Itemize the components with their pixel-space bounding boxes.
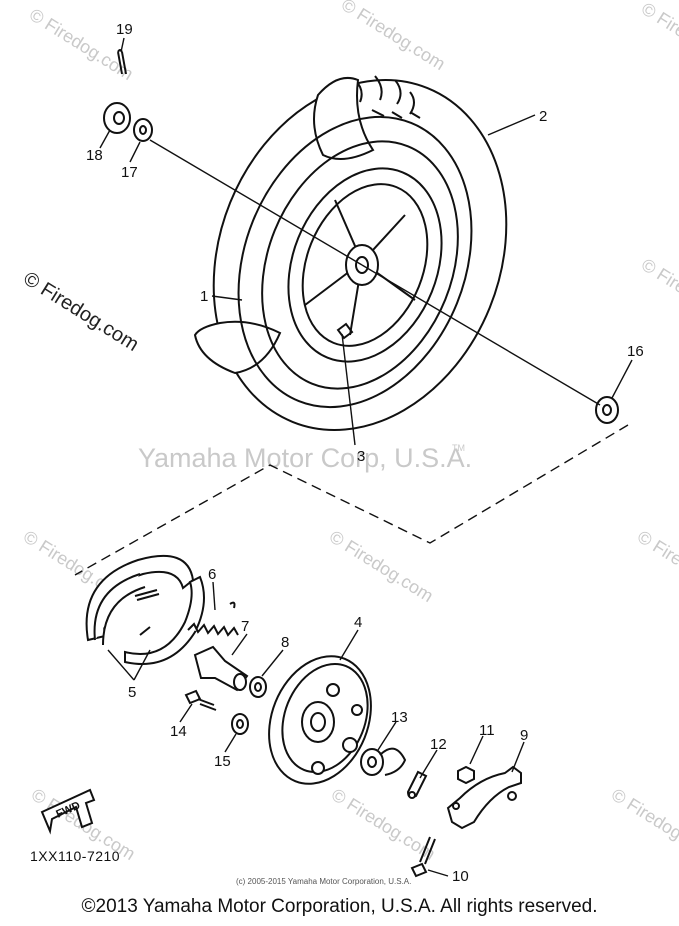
wheel-hub-center — [355, 256, 369, 274]
watermark-site-tile: © Firedog.com — [638, 0, 679, 78]
callout-17: 17 — [121, 164, 138, 181]
brake-lever-parts — [360, 747, 522, 878]
axle-nut-hole — [113, 111, 125, 125]
leader-19 — [120, 37, 125, 53]
leader-1 — [211, 295, 243, 301]
callout-11: 11 — [479, 722, 495, 739]
dashed-guide — [74, 424, 629, 576]
footer-copyright: ©2013 Yamaha Motor Corporation, U.S.A. A… — [81, 896, 598, 917]
leader-13 — [377, 721, 397, 751]
brake-shoe-inner — [124, 575, 205, 665]
wear-indicator-hole — [408, 791, 416, 799]
callout-5: 5 — [128, 684, 136, 701]
watermark-site-tile: © Firedog.com — [634, 526, 679, 606]
backing-plate-boss — [326, 683, 340, 697]
tire-tread — [354, 75, 421, 119]
watermark-site-tile: © Firedog.com — [26, 4, 137, 84]
callout-1: 1 — [200, 288, 208, 305]
leader-4 — [339, 629, 359, 661]
leader-5 — [107, 649, 151, 681]
leader-12 — [419, 749, 438, 779]
leader-7 — [231, 633, 248, 656]
leader-8 — [261, 649, 284, 677]
small-copyright: (c) 2005-2015 Yamaha Motor Corporation, … — [236, 877, 412, 886]
callout-labels: 19 18 17 2 1 3 16 6 7 8 4 5 14 15 13 12 … — [86, 21, 644, 885]
callout-8: 8 — [281, 634, 289, 651]
axle-centerline — [149, 139, 363, 266]
backing-plate-hub-hole — [310, 712, 326, 732]
lever-nut — [457, 765, 475, 785]
diagram-code: 1XX110-7210 — [30, 848, 121, 864]
brake-shoes — [85, 555, 205, 665]
shoe-washer-hole — [236, 719, 244, 729]
wheel-rim-inner — [301, 183, 429, 347]
oil-seal-hole — [367, 756, 377, 768]
return-spring — [187, 601, 239, 637]
watermark-site-tile: © Firedog.com — [328, 784, 439, 864]
leader-14 — [179, 703, 193, 723]
leader-10 — [427, 869, 449, 877]
leader-11 — [469, 735, 484, 765]
cam-shaft-end — [233, 673, 247, 691]
callout-16: 16 — [627, 343, 644, 360]
leader-9 — [511, 741, 525, 773]
callout-6: 6 — [208, 566, 216, 583]
leader-lines — [99, 37, 633, 877]
watermark-center: Yamaha Motor Corp, U.S.A. — [138, 443, 472, 473]
brake-camshaft-lever — [446, 765, 522, 830]
leader-6 — [212, 581, 216, 611]
forward-arrow-icon — [40, 788, 96, 835]
watermark-site-left: © Firedog.com — [19, 268, 142, 356]
shoe-bolt — [184, 689, 217, 711]
callout-15: 15 — [214, 753, 231, 770]
callout-13: 13 — [391, 709, 408, 726]
callout-10: 10 — [452, 868, 469, 885]
brake-backing-plate — [268, 655, 372, 785]
leader-18 — [99, 129, 111, 149]
collar-hole — [602, 404, 612, 416]
watermark-site-tile: © Firedog.com — [338, 0, 449, 74]
backing-plate-boss — [351, 704, 363, 716]
tire-sidewall-inner — [261, 140, 459, 390]
watermark-site-tile: © Firedog.com — [638, 254, 679, 334]
backing-plate-boss — [311, 761, 325, 775]
brake-hardware — [184, 601, 267, 735]
callout-14: 14 — [170, 723, 187, 740]
lever-pinch-bolt — [410, 836, 436, 878]
reference-lines — [74, 139, 629, 576]
backing-plate-boss — [342, 737, 358, 753]
leader-17 — [129, 141, 141, 163]
cam-washer-hole — [254, 682, 262, 692]
watermark-site-tile: © Firedog.com — [608, 784, 679, 864]
brake-shoe-lining — [93, 573, 146, 646]
leader-16 — [611, 359, 633, 399]
callout-2: 2 — [539, 108, 547, 125]
axle-centerline-right — [361, 264, 601, 406]
wheel-rim — [287, 167, 443, 363]
callout-9: 9 — [520, 727, 528, 744]
callout-3: 3 — [357, 448, 365, 465]
callout-12: 12 — [430, 736, 447, 753]
callout-7: 7 — [241, 618, 249, 635]
callout-18: 18 — [86, 147, 103, 164]
leader-15 — [224, 733, 237, 753]
brake-spring-small — [134, 589, 160, 636]
callout-19: 19 — [116, 21, 133, 38]
leader-3 — [341, 333, 356, 446]
leader-2 — [487, 114, 536, 136]
callout-4: 4 — [354, 614, 362, 631]
axle-parts — [103, 49, 619, 424]
lever-hole — [452, 802, 460, 810]
tire-cutaway-bottom — [193, 320, 282, 375]
watermark-tm: TM — [452, 443, 465, 453]
tire-sidewall — [237, 115, 473, 409]
seal-spring-wire — [379, 747, 407, 776]
washer-hole — [139, 125, 147, 135]
wheel-assembly — [193, 75, 508, 431]
lever-hole — [507, 791, 517, 801]
